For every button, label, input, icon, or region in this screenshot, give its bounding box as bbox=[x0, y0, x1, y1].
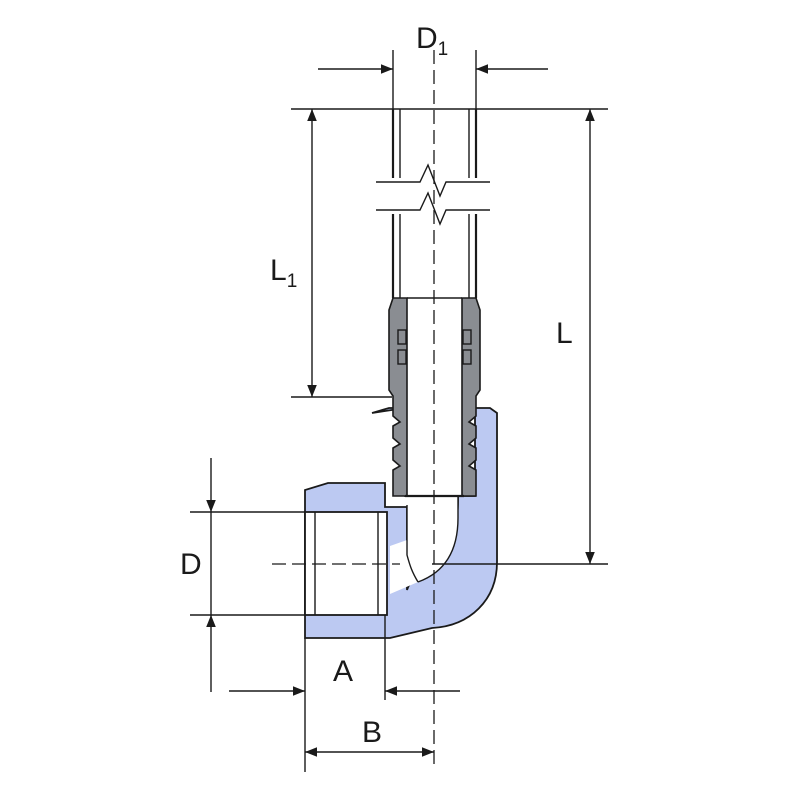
pipe-break-marks bbox=[376, 163, 490, 226]
insert-left-wall bbox=[388, 297, 408, 497]
press-insert bbox=[388, 297, 481, 498]
label-l1: L1 bbox=[270, 254, 297, 292]
label-l: L bbox=[556, 317, 573, 350]
label-d1: D1 bbox=[416, 22, 448, 60]
label-a: A bbox=[333, 655, 353, 688]
insert-right-wall bbox=[461, 297, 481, 497]
pipe bbox=[376, 109, 490, 298]
label-b: B bbox=[362, 716, 382, 749]
label-d: D bbox=[180, 548, 202, 581]
